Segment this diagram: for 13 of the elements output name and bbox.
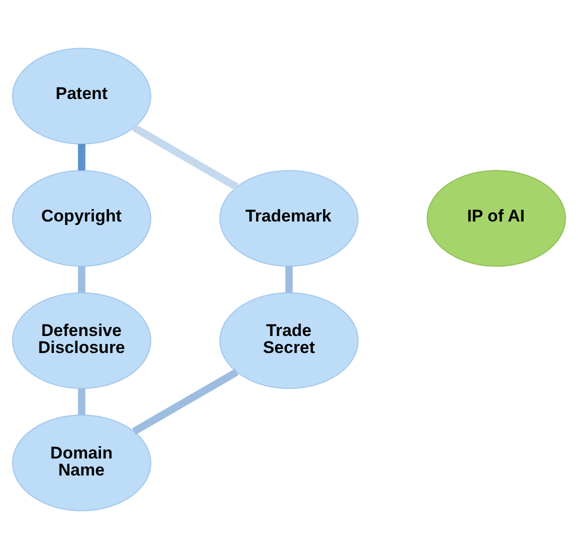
node-ellipse: IP of AI [426, 170, 566, 267]
node-ellipse: Trademark [219, 170, 359, 267]
connector [132, 124, 239, 190]
node-ellipse: Defensive Disclosure [12, 292, 152, 390]
connector [132, 368, 239, 435]
node-ellipse: Patent [12, 48, 152, 144]
connector [285, 266, 293, 293]
connector [78, 266, 86, 293]
node-ellipse: Copyright [12, 170, 152, 267]
connector [78, 388, 86, 415]
node-ellipse: Trade Secret [219, 292, 359, 390]
node-ellipse: Domain Name [12, 414, 152, 512]
connector [78, 144, 86, 170]
